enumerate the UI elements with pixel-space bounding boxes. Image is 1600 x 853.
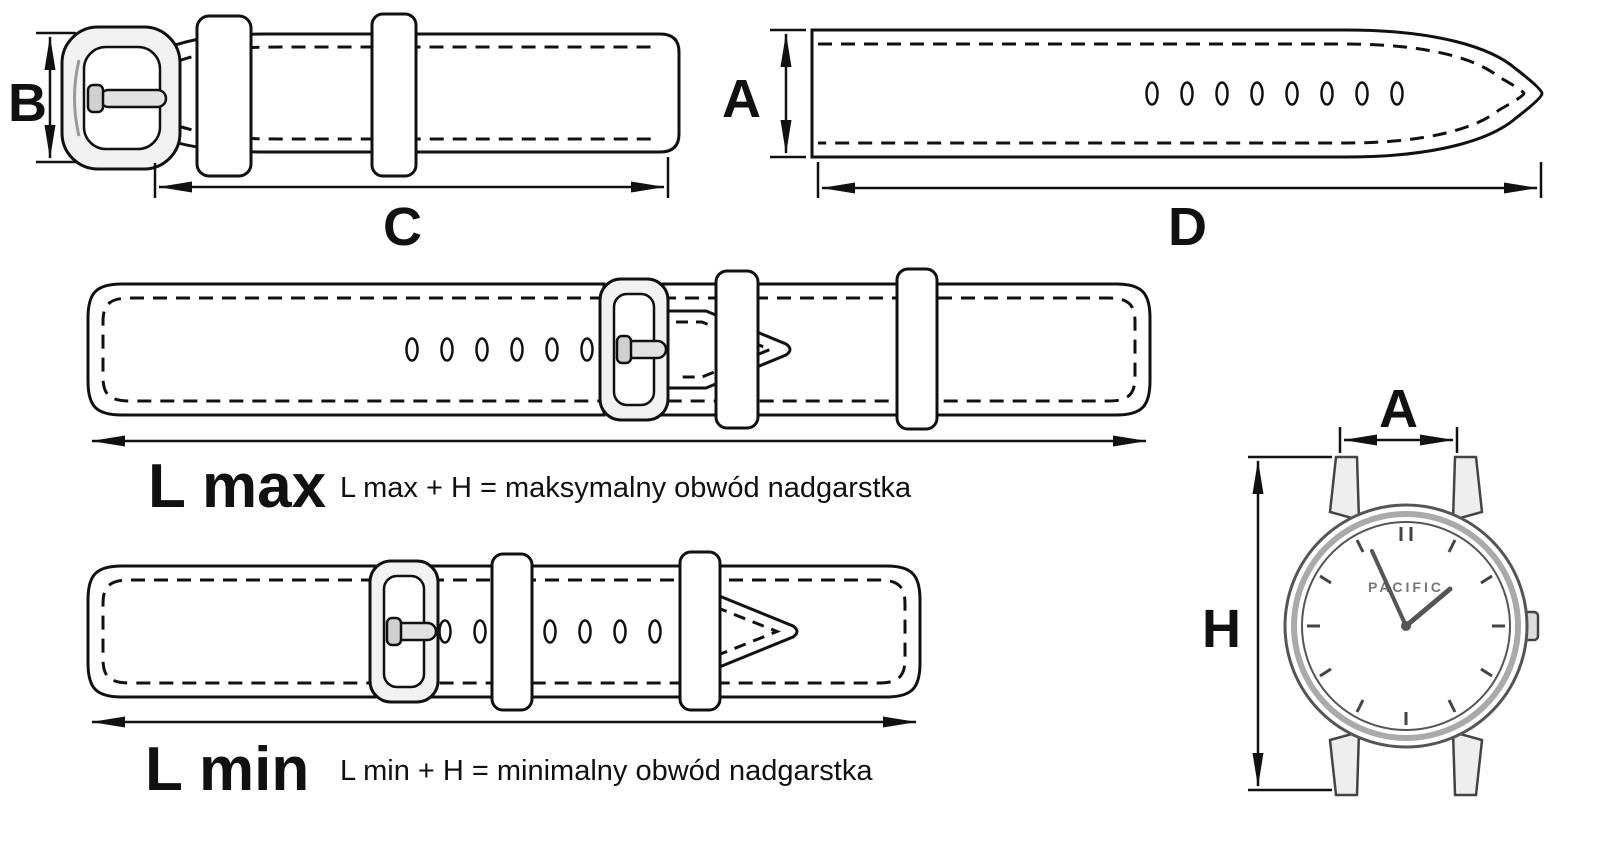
strap-outline (810, 28, 1544, 159)
keeper-loop (195, 14, 253, 178)
stitching (101, 578, 375, 685)
hands-center (1401, 621, 1411, 631)
dimension-b (36, 31, 76, 164)
dimension-c (153, 157, 670, 198)
dimension-a-watch (1338, 427, 1459, 453)
stitching (662, 296, 1137, 403)
lmin-label: L min (145, 735, 309, 804)
buckle-prong (98, 88, 168, 109)
strap-outline (86, 564, 377, 699)
strap-outline (638, 282, 1152, 417)
watch-lug (1451, 730, 1484, 797)
watch-lug (1451, 455, 1484, 522)
assembled-strap-lmin (86, 550, 922, 712)
dimension-h (1248, 455, 1332, 792)
dimension-c-label: C (383, 197, 422, 257)
watch-brand-label: PACIFIC (1368, 579, 1444, 595)
keeper-loop (370, 12, 418, 178)
dimension-a-strap (770, 28, 806, 159)
lmax-buckle (598, 277, 670, 422)
long-strap-piece (810, 28, 1544, 159)
hour-hand (1403, 586, 1453, 629)
hour-markers (1307, 527, 1505, 725)
lmax-formula: L max + H = maksymalny obwód nadgarstka (340, 472, 912, 504)
keeper-loop (714, 269, 760, 430)
stitching (430, 578, 907, 685)
dimension-a-strap-label: A (722, 69, 761, 129)
watch-lug (1328, 455, 1361, 522)
watch-illustration: PACIFIC (1283, 455, 1540, 797)
dimension-d (816, 162, 1543, 198)
keeper-loop (678, 550, 722, 712)
keeper-loop (490, 552, 534, 712)
lmax-holes (405, 337, 594, 362)
stitching (818, 42, 1526, 145)
assembled-strap-lmax (86, 267, 1152, 431)
strap-outline (406, 564, 922, 699)
dimension-a-watch-label: A (1379, 379, 1418, 439)
buckle-strap-piece (60, 12, 681, 178)
strap-holes (1145, 81, 1404, 106)
minute-hand (1370, 549, 1408, 628)
strap-outline (86, 282, 606, 417)
watch-lug (1328, 730, 1361, 797)
dimension-h-label: H (1202, 599, 1241, 659)
dimension-b-label: B (8, 73, 47, 133)
lmin-formula: L min + H = minimalny obwód nadgarstka (340, 755, 873, 787)
buckle (60, 25, 182, 171)
lmax-label: L max (148, 452, 327, 521)
stitching (101, 296, 604, 403)
keeper-loop (895, 267, 939, 431)
dimension-d-label: D (1168, 197, 1207, 257)
lmin-buckle (368, 559, 440, 704)
